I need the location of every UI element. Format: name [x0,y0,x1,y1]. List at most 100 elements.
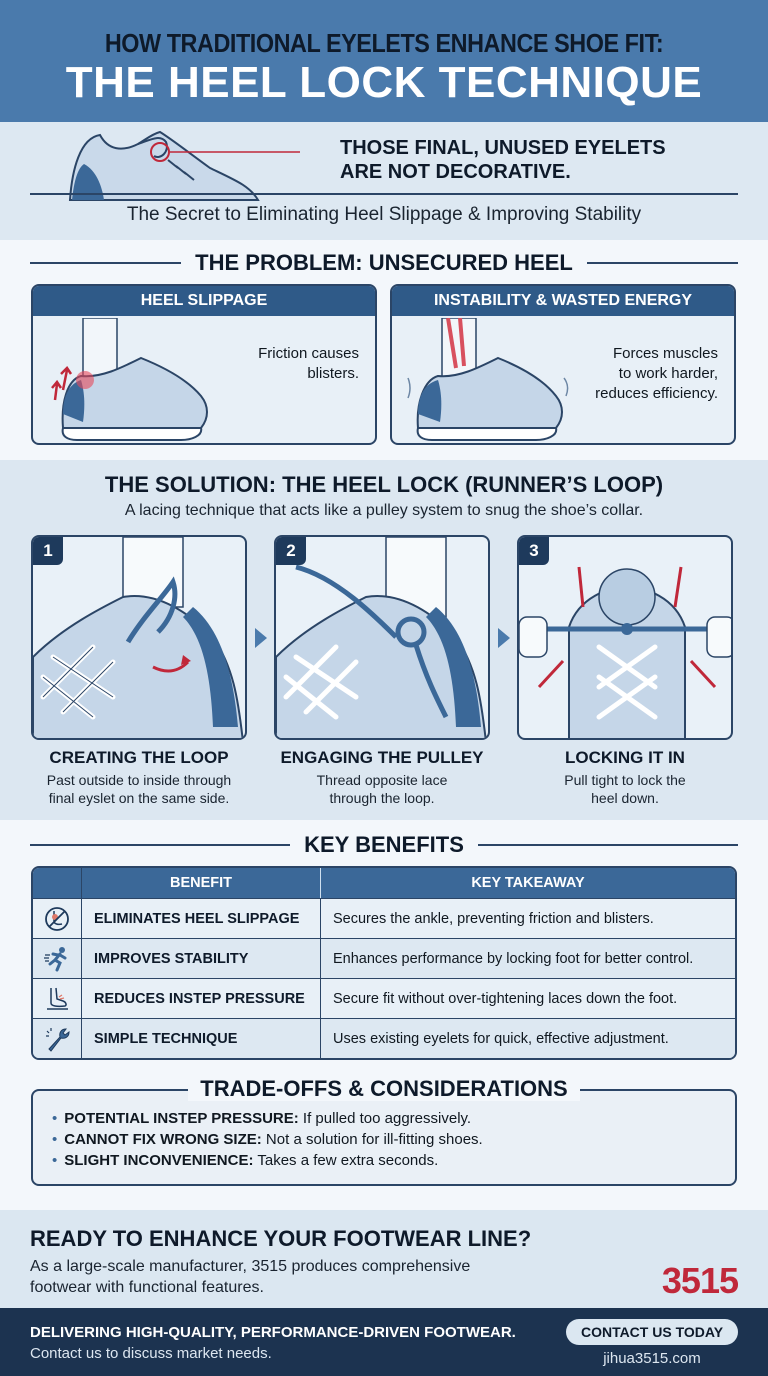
problem-card-text-line: Forces muscles [612,345,718,362]
header-banner: HOW TRADITIONAL EYELETS ENHANCE SHOE FIT… [0,0,768,122]
benefit-name: ELIMINATES HEEL SLIPPAGE [82,899,321,938]
problem-card-instability: INSTABILITY & WASTED ENERGY Forces muscl… [390,284,736,445]
problem-card-text: Forces muscles to work harder, reduces e… [595,344,718,404]
benefits-title: KEY BENEFITS [30,832,738,858]
step1-loop-icon [33,537,244,738]
shoe-illustration-icon [68,130,300,201]
tradeoffs-section: TRADE-OFFS & CONSIDERATIONS POTENTIAL IN… [0,1070,768,1210]
problem-card-heel-slippage: HEEL SLIPPAGE Friction causes blisters. [31,284,377,445]
step-caption-1: CREATING THE LOOP Past outside to inside… [24,748,254,807]
step-description-line: final eyslet on the same side. [48,790,230,806]
step-card-1: 1 [31,535,247,740]
benefits-title-text: KEY BENEFITS [304,832,464,857]
step-number-badge: 2 [276,537,306,565]
divider [30,844,291,846]
tradeoff-text: Takes a few extra seconds. [253,1152,439,1169]
chevron-right-icon [255,628,267,648]
header-title-line2: THE HEEL LOCK TECHNIQUE [65,58,703,107]
table-icon-cell [33,1019,82,1058]
step-description-line: Thread opposite lace [316,772,448,788]
step-title: ENGAGING THE PULLEY [280,748,484,767]
step-description: Past outside to inside through final eys… [24,771,254,807]
step-description-line: through the loop. [329,790,435,806]
problem-title: THE PROBLEM: UNSECURED HEEL [30,250,738,276]
intro-tagline-line1: THOSE FINAL, UNUSED EYELETS [340,137,666,159]
benefits-section: KEY BENEFITS BENEFIT KEY TAKEAWAY ELIMIN… [0,820,768,1070]
step-title: LOCKING IT IN [565,748,685,767]
no-slip-icon [45,906,69,931]
benefit-name: REDUCES INSTEP PRESSURE [82,979,321,1018]
intro-subtitle: The Secret to Eliminating Heel Slippage … [126,204,642,225]
problem-card-title: INSTABILITY & WASTED ENERGY [392,286,734,316]
problem-title-text: THE PROBLEM: UNSECURED HEEL [195,250,573,275]
table-row: ELIMINATES HEEL SLIPPAGE Secures the ank… [33,898,735,938]
benefit-name: IMPROVES STABILITY [82,939,321,978]
divider [477,844,738,846]
tradeoff-text: Not a solution for ill-fitting shoes. [261,1131,483,1148]
divider [586,262,738,264]
problem-card-text-line: to work harder, [618,365,718,382]
table-header-cell: KEY TAKEAWAY [471,875,585,891]
cta-heading: READY TO ENHANCE YOUR FOOTWEAR LINE? [30,1226,532,1251]
problem-section: THE PROBLEM: UNSECURED HEEL HEEL SLIPPAG… [0,240,768,460]
divider [30,262,182,264]
tradeoffs-title: TRADE-OFFS & CONSIDERATIONS [0,1076,768,1102]
intro-section: THOSE FINAL, UNUSED EYELETS ARE NOT DECO… [0,122,768,240]
contact-us-button[interactable]: CONTACT US TODAY [566,1319,738,1345]
divider [30,193,738,195]
intro-tagline: THOSE FINAL, UNUSED EYELETS ARE NOT DECO… [340,136,666,184]
table-row: REDUCES INSTEP PRESSURE Secure fit witho… [33,978,735,1018]
table-row: SIMPLE TECHNIQUE Uses existing eyelets f… [33,1018,735,1058]
tradeoff-label: POTENTIAL INSTEP PRESSURE: [64,1110,299,1127]
step-number-badge: 3 [519,537,549,565]
benefit-name: SIMPLE TECHNIQUE [82,1019,321,1058]
step-description-line: Pull tight to lock the [564,772,686,788]
table-icon-cell [33,939,82,978]
solution-title: THE SOLUTION: THE HEEL LOCK (RUNNER’S LO… [104,472,664,497]
solution-subtitle: A lacing technique that acts like a pull… [124,502,644,519]
problem-card-text-line: blisters. [307,365,359,382]
footer-heading: DELIVERING HIGH-QUALITY, PERFORMANCE-DRI… [30,1324,516,1341]
runner-icon [44,946,67,971]
foot-icon [47,987,68,1010]
step-title: CREATING THE LOOP [49,748,229,767]
step-description-line: Past outside to inside through [46,772,232,788]
benefit-takeaway: Enhances performance by locking foot for… [333,950,694,967]
step-card-2: 2 [274,535,490,740]
solution-section: THE SOLUTION: THE HEEL LOCK (RUNNER’S LO… [0,460,768,820]
cta-text: As a large-scale manufacturer, 3515 prod… [30,1258,471,1296]
table-header-row: BENEFIT KEY TAKEAWAY [33,868,735,898]
table-row: IMPROVES STABILITY Enhances performance … [33,938,735,978]
tradeoff-label: CANNOT FIX WRONG SIZE: [64,1131,262,1148]
list-item: CANNOT FIX WRONG SIZE: Not a solution fo… [52,1129,483,1150]
step-caption-2: ENGAGING THE PULLEY Thread opposite lace… [267,748,497,807]
footer-text: Contact us to discuss market needs. [30,1345,272,1362]
list-item: SLIGHT INCONVENIENCE: Takes a few extra … [52,1150,483,1171]
brand-logo: 3515 [661,1260,739,1301]
tradeoff-label: SLIGHT INCONVENIENCE: [64,1152,254,1169]
step-description-line: heel down. [591,790,659,806]
problem-card-text: Friction causes blisters. [258,344,359,384]
step-card-3: 3 [517,535,733,740]
intro-tagline-line2: ARE NOT DECORATIVE. [340,161,571,183]
heel-slippage-shoe-icon [51,318,208,441]
step-number-badge: 1 [33,537,63,565]
table-header-cell [33,868,82,898]
problem-card-title: HEEL SLIPPAGE [33,286,375,316]
problem-card-text-line: reduces efficiency. [595,385,718,402]
step-description: Pull tight to lock the heel down. [510,771,740,807]
wrench-icon [46,1027,70,1052]
tradeoffs-list: POTENTIAL INSTEP PRESSURE: If pulled too… [52,1108,483,1171]
website-link[interactable]: jihua3515.com [603,1350,701,1367]
list-item: POTENTIAL INSTEP PRESSURE: If pulled too… [52,1108,483,1129]
benefit-takeaway: Uses existing eyelets for quick, effecti… [333,1030,669,1047]
benefit-takeaway: Secure fit without over-tightening laces… [333,990,678,1007]
tradeoff-text: If pulled too aggressively. [298,1110,472,1127]
step-caption-3: LOCKING IT IN Pull tight to lock the hee… [510,748,740,807]
step-description: Thread opposite lace through the loop. [267,771,497,807]
footer: DELIVERING HIGH-QUALITY, PERFORMANCE-DRI… [0,1308,768,1376]
step2-pulley-icon [276,537,487,738]
cta-section: READY TO ENHANCE YOUR FOOTWEAR LINE? As … [0,1210,768,1308]
benefits-table: BENEFIT KEY TAKEAWAY ELIMINATES HEEL SLI… [31,866,737,1060]
table-header-cell: BENEFIT [82,868,321,898]
